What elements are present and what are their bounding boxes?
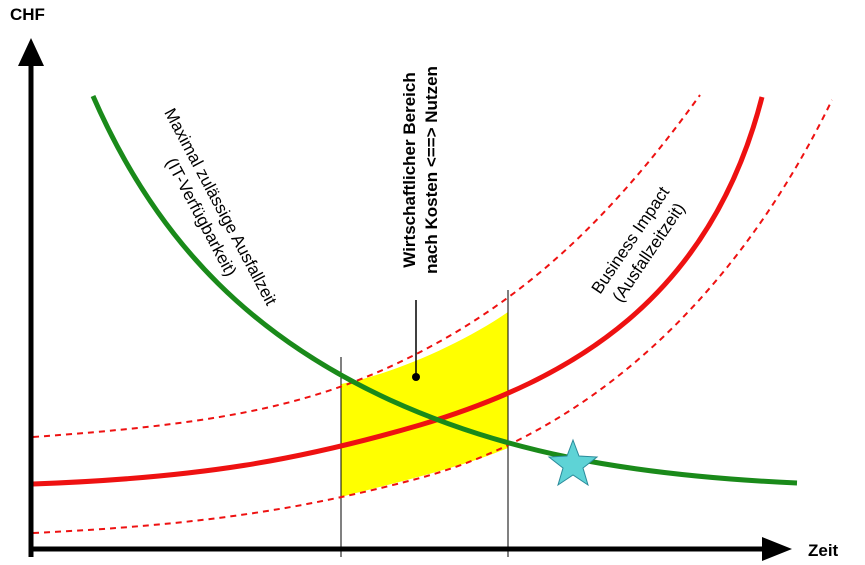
- zone-label-line1: Wirtschaftlicher Bereich: [400, 72, 419, 267]
- x-axis-arrow: [762, 537, 792, 561]
- zone-pointer-dot: [412, 373, 420, 381]
- business-impact-curve: [32, 96, 765, 487]
- economic-zone-label: Wirtschaftlicher Bereich nach Kosten <==…: [400, 66, 441, 274]
- availability-curve: [90, 95, 798, 486]
- x-axis-label: Zeit: [808, 541, 839, 560]
- impact-lower-band: [32, 99, 833, 534]
- y-axis-arrow: [18, 38, 44, 66]
- economic-zone-area: [341, 312, 508, 497]
- y-axis-label: CHF: [10, 5, 45, 24]
- availability-label-line1: Maximal zulässige Ausfallzeit: [160, 105, 280, 309]
- availability-curve-label: Maximal zulässige Ausfallzeit (IT-Verfüg…: [160, 105, 280, 309]
- impact-upper-band: [32, 94, 701, 438]
- impact-curve-label: Business Impact (Ausfallzeitzeit): [588, 183, 689, 306]
- zone-label-line2: nach Kosten <==> Nutzen: [422, 66, 441, 274]
- star-icon: [547, 438, 599, 487]
